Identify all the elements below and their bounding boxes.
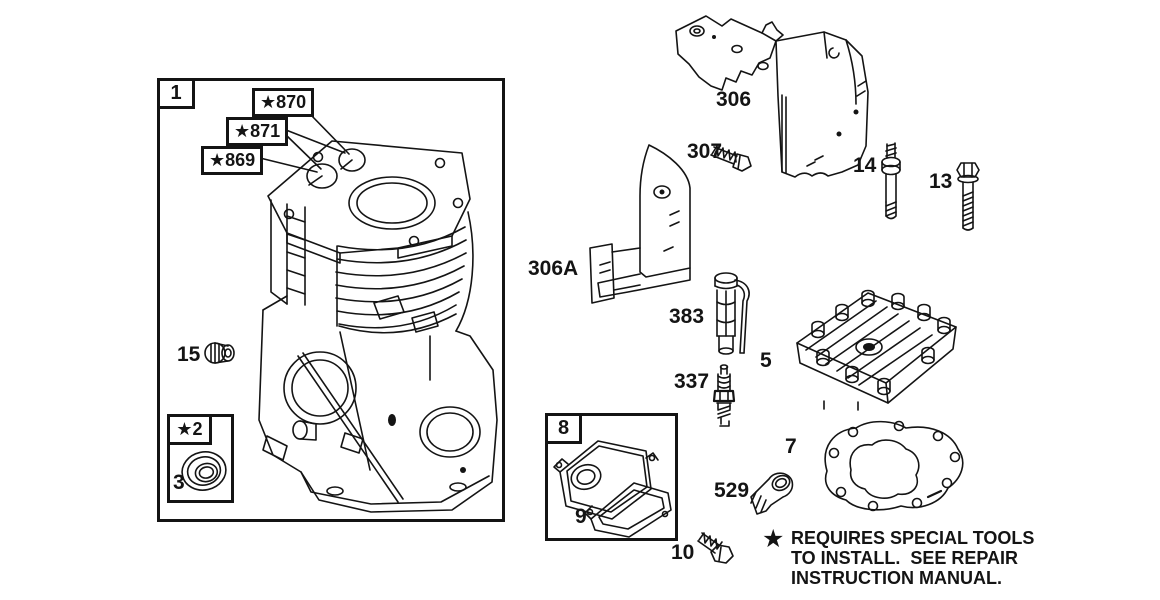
callout-box-8-label: 8 (557, 417, 570, 439)
part-15-plug-drawing (204, 342, 235, 364)
callout-337: 337 (674, 370, 710, 393)
assembly-box-1 (157, 78, 505, 522)
callout-box-1: 1 (157, 78, 195, 109)
special-tools-note: REQUIRES SPECIAL TOOLS TO INSTALL. SEE R… (791, 528, 1034, 588)
part-14-stud-drawing (881, 142, 901, 220)
callout-10: 10 (671, 541, 695, 564)
part-337-spark-plug-drawing (712, 364, 736, 427)
part-10-screw-drawing (697, 532, 734, 564)
callout-869: ★869 (201, 146, 264, 175)
callout-306: 306 (716, 88, 752, 111)
callout-307: 307 (687, 140, 723, 163)
callout-box-2: ★2 (167, 414, 212, 445)
callout-306a: 306A (528, 257, 579, 280)
part-307-screw-drawing (710, 145, 752, 172)
assembly-box-8 (545, 413, 678, 541)
special-tools-note-line-2: TO INSTALL. SEE REPAIR (791, 548, 1019, 568)
callout-13: 13 (929, 170, 953, 193)
part-9-breather-gasket-drawing (584, 482, 672, 538)
callout-871: ★871 (226, 117, 289, 146)
callout-5: 5 (760, 349, 772, 372)
callout-529: 529 (714, 479, 750, 502)
part-7-head-gasket-drawing (824, 420, 964, 512)
part-5-cylinder-head-drawing (796, 289, 957, 411)
callout-box-2-label: ★2 (176, 419, 203, 439)
callout-15: 15 (177, 343, 201, 366)
callout-9: 9 (575, 505, 587, 528)
callout-box-1-label: 1 (170, 82, 182, 104)
callout-383: 383 (669, 305, 705, 328)
part-306a-heat-shield-drawing (589, 144, 691, 304)
part-13-bolt-drawing (956, 162, 980, 231)
special-tools-note-line-1: REQUIRES SPECIAL TOOLS (791, 528, 1035, 548)
callout-box-8: 8 (545, 413, 582, 444)
part-306-blower-housing-drawing (675, 15, 869, 178)
callout-14: 14 (853, 154, 877, 177)
part-529-breather-tube-drawing (750, 472, 794, 515)
special-tools-star-icon: ★ (762, 525, 785, 553)
part-1-cylinder-assembly-drawing (258, 113, 498, 513)
part-383-oil-fill-drawing (714, 272, 750, 355)
callout-870: ★870 (252, 88, 315, 117)
part-3-oil-seal-drawing (181, 451, 227, 491)
special-tools-note-line-3: INSTRUCTION MANUAL. (791, 568, 1002, 588)
callout-3: 3 (173, 471, 185, 494)
callout-7: 7 (785, 435, 797, 458)
